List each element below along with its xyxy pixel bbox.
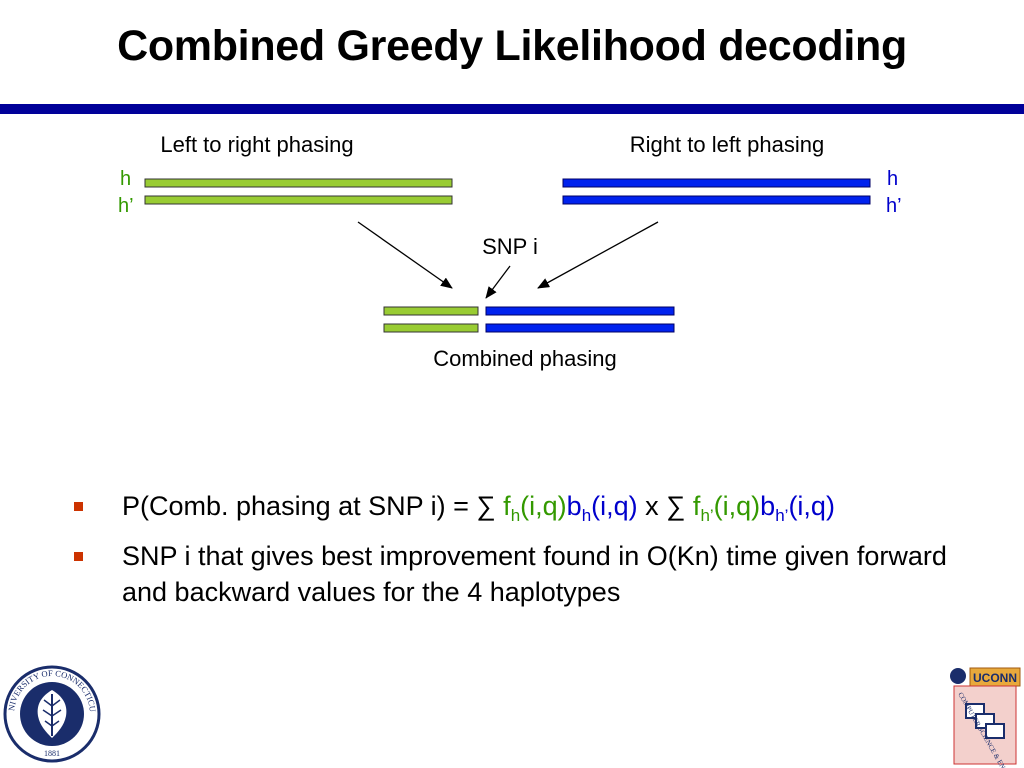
uconn-brand-text: UCONN — [973, 671, 1017, 685]
bullet-1-prefix: P(Comb. phasing at SNP i) = ∑ — [122, 491, 504, 521]
combined-left-bar-h — [383, 306, 479, 316]
square-bullet-icon — [74, 502, 83, 511]
right-bar-hprime — [562, 195, 871, 205]
backward-b-h: bh(i,q) — [566, 491, 638, 525]
phasing-diagram: Left to right phasing h h’ Right to left… — [118, 132, 902, 371]
left-hap-hprime-label: h’ — [118, 195, 134, 217]
right-phasing-label: Right to left phasing — [630, 132, 824, 157]
square-bullet-icon — [74, 552, 83, 561]
left-phasing-label: Left to right phasing — [160, 132, 353, 157]
snp-label: SNP i — [482, 234, 538, 259]
bullet-probability: P(Comb. phasing at SNP i) = ∑ fh(i,q)bh(… — [70, 488, 990, 524]
bullet-2-text: SNP i that gives best improvement found … — [122, 541, 947, 607]
forward-f-hprime: fh’(i,q) — [692, 491, 761, 525]
bullet-1-mid: x ∑ — [637, 491, 693, 521]
backward-b-hprime: bh’(i,q) — [760, 491, 835, 525]
university-seal-logo: UNIVERSITY OF CONNECTICUT 1881 — [2, 664, 101, 763]
arrow-right-to-combined — [537, 221, 659, 289]
title-rule — [0, 104, 1024, 114]
forward-f-h: fh(i,q) — [503, 491, 567, 525]
combined-right-bar-h — [485, 306, 675, 316]
seal-year: 1881 — [44, 749, 60, 758]
right-hap-h-label: h — [887, 168, 898, 190]
bullet-improvement: SNP i that gives best improvement found … — [70, 538, 990, 610]
left-bar-hprime — [144, 195, 453, 205]
slide-title: Combined Greedy Likelihood decoding — [117, 22, 907, 70]
combined-right-bar-hprime — [485, 323, 675, 333]
combined-left-bar-hprime — [383, 323, 479, 333]
combined-phasing-label: Combined phasing — [433, 346, 616, 371]
right-hap-hprime-label: h’ — [886, 195, 902, 217]
arrow-left-to-combined — [357, 221, 453, 289]
left-hap-h-label: h — [120, 168, 131, 190]
arrow-snp-to-combined — [485, 265, 511, 299]
bullet-list: P(Comb. phasing at SNP i) = ∑ fh(i,q)bh(… — [70, 488, 990, 624]
right-bar-h — [562, 178, 871, 188]
left-bar-h — [144, 178, 453, 188]
uconn-cse-logo: UCONN COMPUTER SCIENCE & ENGINEERING — [944, 664, 1024, 768]
